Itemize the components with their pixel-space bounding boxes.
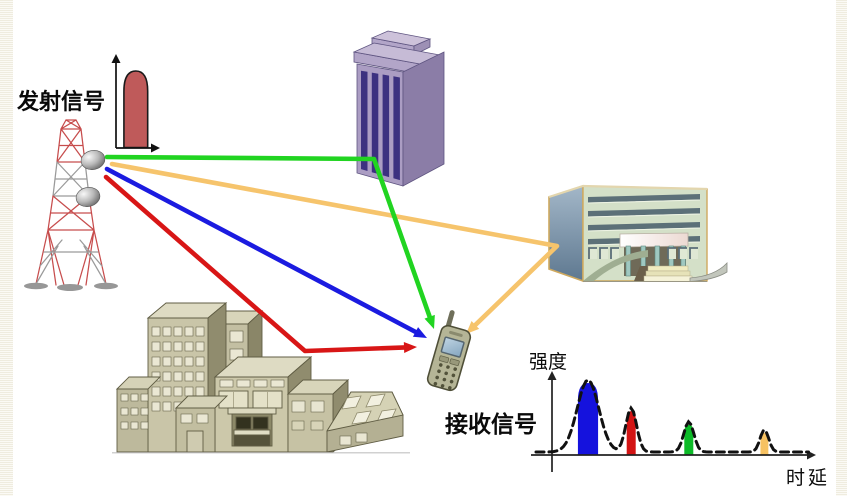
- highrise-side-face: [402, 51, 445, 187]
- chart-peak: [684, 424, 694, 455]
- office-curved-wall-right: [689, 261, 728, 282]
- small-building-door: [186, 430, 204, 453]
- slide-edge-stripe-left: [0, 0, 13, 496]
- transmitted-signal-label: 发射信号: [17, 89, 106, 114]
- signal-path-line-of-sight: [104, 166, 423, 337]
- chart-peak: [123, 70, 149, 149]
- office-small-windows: [588, 247, 698, 259]
- intensity-axis-label: 强度: [529, 352, 568, 373]
- highrise-window-strips: [361, 70, 400, 181]
- phone-keypad: [433, 363, 457, 390]
- chart-peak: [577, 383, 599, 455]
- city-building-front-small: [174, 395, 229, 453]
- antenna-dish-icon: [75, 150, 106, 207]
- delay-axis-label: 时延: [786, 468, 831, 489]
- tower-leg-braces: [35, 239, 107, 285]
- envelope-dashed-curve: [534, 378, 810, 454]
- highrise-building-icon: [352, 30, 445, 187]
- phone-earpiece: [449, 330, 463, 337]
- received-signal-chart: [531, 371, 816, 472]
- tower-panel-2: [52, 161, 90, 197]
- office-steps: [643, 265, 693, 282]
- phone-antenna: [445, 310, 455, 330]
- arrowhead-line-of-sight: [412, 327, 427, 338]
- arrowhead-reflection-office: [466, 321, 480, 334]
- slide-edge-stripe-right: [836, 0, 847, 496]
- office-awning: [619, 232, 689, 248]
- tower-panel-3: [47, 195, 95, 231]
- arrowhead-reflection-cityblock: [403, 341, 417, 353]
- city-building-skylights: [326, 391, 404, 453]
- signal-path-reflection-cityblock: [103, 174, 412, 354]
- signal-path-reflection-highrise: [104, 154, 434, 324]
- radio-tower-icon: [24, 119, 118, 291]
- office-band-highlights: [587, 199, 701, 246]
- tower-legs: [35, 229, 107, 286]
- y-axis-arrow: [111, 54, 121, 63]
- chart-peak: [760, 432, 769, 455]
- garage-awning: [227, 407, 277, 415]
- arrowhead-reflection-highrise: [424, 314, 435, 329]
- mobile-phone-icon: [426, 310, 472, 392]
- signal-path-reflection-office: [109, 161, 560, 331]
- office-building-icon: [548, 184, 728, 283]
- signal-paths: [103, 154, 560, 354]
- transmitted-signal-chart: [111, 54, 160, 153]
- city-block-icon: [112, 302, 410, 454]
- chart-peak: [626, 411, 636, 455]
- received-signal-label: 接收信号: [445, 411, 537, 437]
- phone-screen: [442, 337, 464, 357]
- y-axis-arrow: [547, 371, 557, 380]
- tower-feet: [24, 282, 118, 291]
- office-curved-wall-left: [583, 250, 648, 281]
- x-axis-arrow: [151, 143, 160, 153]
- skylight-panels: [341, 393, 397, 425]
- city-building-left-small: [115, 376, 162, 453]
- tower-panel-1: [56, 128, 86, 163]
- tower-apex: [60, 119, 82, 130]
